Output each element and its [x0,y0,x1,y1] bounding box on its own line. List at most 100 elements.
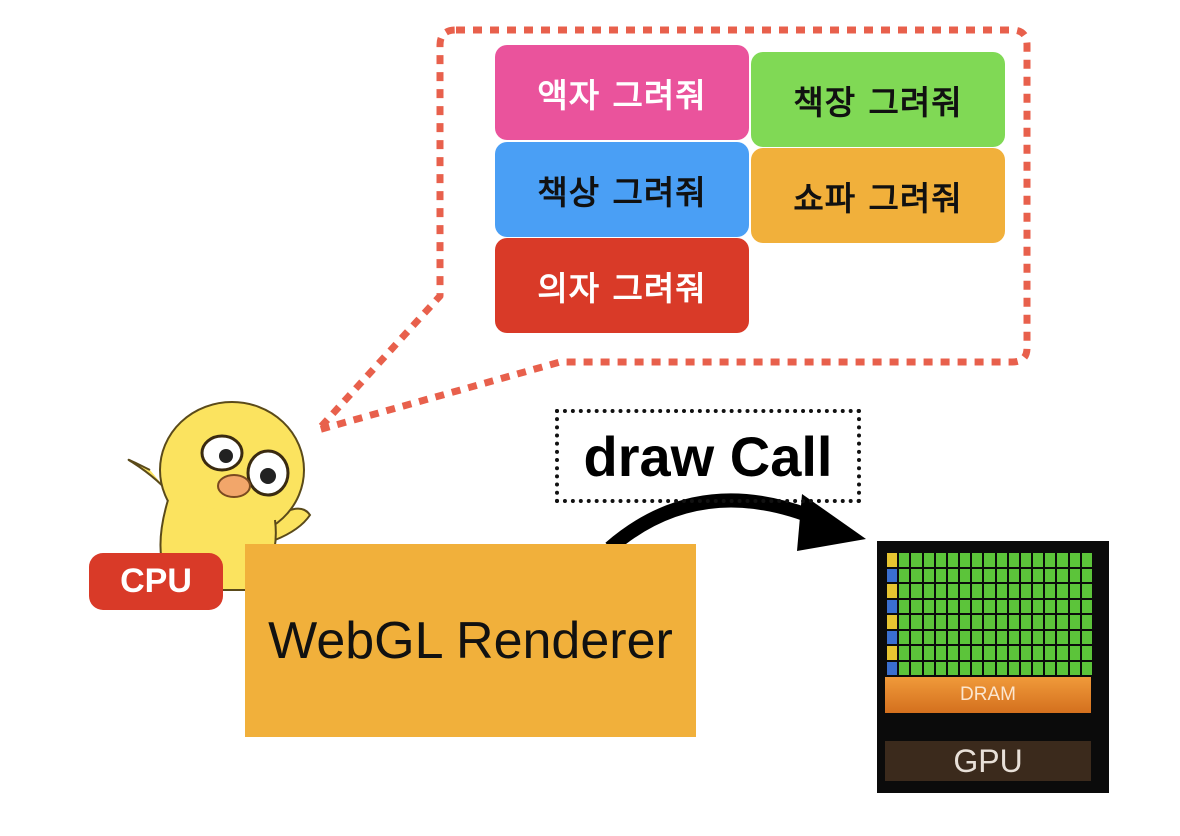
gpu-core-cell [1045,584,1056,598]
gpu-core-cell [935,661,946,675]
gpu-core-cell [899,615,910,629]
gpu-core-cell [887,630,898,644]
gpu-core-cell [1045,568,1056,582]
gpu-core-cell [996,661,1007,675]
arrow-head-icon [797,494,866,551]
gpu-core-cell [1057,646,1068,660]
gpu-core-cell [947,599,959,613]
gpu-core-cell [1069,646,1080,660]
gpu-core-cell [911,630,922,644]
gpu-core-cell [911,584,922,598]
gpu-core-cell [1057,584,1068,598]
gpu-core-cell [899,584,910,598]
gpu-core-cell [1020,584,1032,598]
gpu-core-cell [923,553,934,567]
gpu-core-cell [923,568,934,582]
gpu-core-cell [1069,553,1080,567]
gpu-core-cell [923,646,934,660]
gpu-core-cell [996,599,1007,613]
gpu-core-cell [996,553,1007,567]
gpu-core-cell [947,615,959,629]
gpu-core-cell [1045,630,1056,644]
gpu-core-grid [887,553,1092,675]
gpu-core-cell [972,599,983,613]
gpu-core-cell [1020,599,1032,613]
gpu-core-cell [911,599,922,613]
gpu-core-cell [947,553,959,567]
gpu-core-cell [887,553,898,567]
gpu-core-cell [960,630,971,644]
gpu-core-cell [996,584,1007,598]
gpu-core-cell [1045,661,1056,675]
gpu-core-cell [984,584,995,598]
gpu-core-cell [1033,661,1044,675]
gpu-core-cell [960,661,971,675]
cpu-badge: CPU [89,553,223,610]
gpu-core-cell [1081,568,1092,582]
gpu-core-cell [1033,553,1044,567]
gpu-core-cell [984,599,995,613]
gpu-core-cell [1057,568,1068,582]
gpu-core-cell [911,553,922,567]
gpu-core-cell [899,630,910,644]
gpu-core-cell [1057,661,1068,675]
command-bookshelf: 책장 그려줘 [751,52,1005,147]
gpu-core-cell [1045,615,1056,629]
gpu-core-cell [1069,630,1080,644]
gpu-core-cell [984,553,995,567]
gpu-core-cell [984,630,995,644]
gpu-core-cell [972,615,983,629]
gpu-core-cell [996,630,1007,644]
gpu-core-cell [960,584,971,598]
draw-call-arrow [605,493,823,554]
gpu-core-cell [899,661,910,675]
gpu-core-cell [947,584,959,598]
gpu-core-cell [935,553,946,567]
gpu-core-cell [887,568,898,582]
gpu-core-cell [1045,553,1056,567]
gpu-core-cell [923,599,934,613]
gpu-core-cell [899,599,910,613]
gpu-core-cell [923,661,934,675]
gpu-core-cell [1057,630,1068,644]
gpu-core-cell [1033,630,1044,644]
gpu-core-cell [935,630,946,644]
gpu-core-cell [1020,553,1032,567]
gpu-core-cell [935,584,946,598]
gpu-label: GPU [885,741,1091,781]
gpu-core-cell [1045,646,1056,660]
gpu-core-cell [1081,646,1092,660]
gpu-core-cell [887,646,898,660]
gpu-core-cell [923,615,934,629]
gpu-core-cell [1020,568,1032,582]
gpu-core-cell [1057,599,1068,613]
gpu-core-cell [1057,553,1068,567]
gpu-core-cell [972,630,983,644]
gpu-core-cell [960,553,971,567]
gpu-core-cell [911,615,922,629]
gpu-core-cell [887,661,898,675]
gpu-core-cell [935,615,946,629]
gpu-core-cell [1033,568,1044,582]
gpu-core-cell [935,568,946,582]
gpu-core-cell [972,553,983,567]
gpu-core-cell [960,599,971,613]
gpu-core-cell [911,568,922,582]
gpu-core-cell [1081,553,1092,567]
gpu-core-cell [887,599,898,613]
gpu-core-cell [887,615,898,629]
gpu-core-cell [972,646,983,660]
gpu-core-cell [1020,661,1032,675]
gpu-core-cell [960,568,971,582]
gpu-core-cell [972,584,983,598]
gpu-core-cell [935,646,946,660]
gpu-core-cell [984,646,995,660]
gpu-core-cell [996,646,1007,660]
gpu-core-cell [911,661,922,675]
gpu-core-cell [960,646,971,660]
gpu-core-cell [1008,584,1019,598]
gpu-core-cell [1081,599,1092,613]
gpu-core-cell [935,599,946,613]
gpu-core-cell [887,584,898,598]
gpu-core-cell [1069,599,1080,613]
